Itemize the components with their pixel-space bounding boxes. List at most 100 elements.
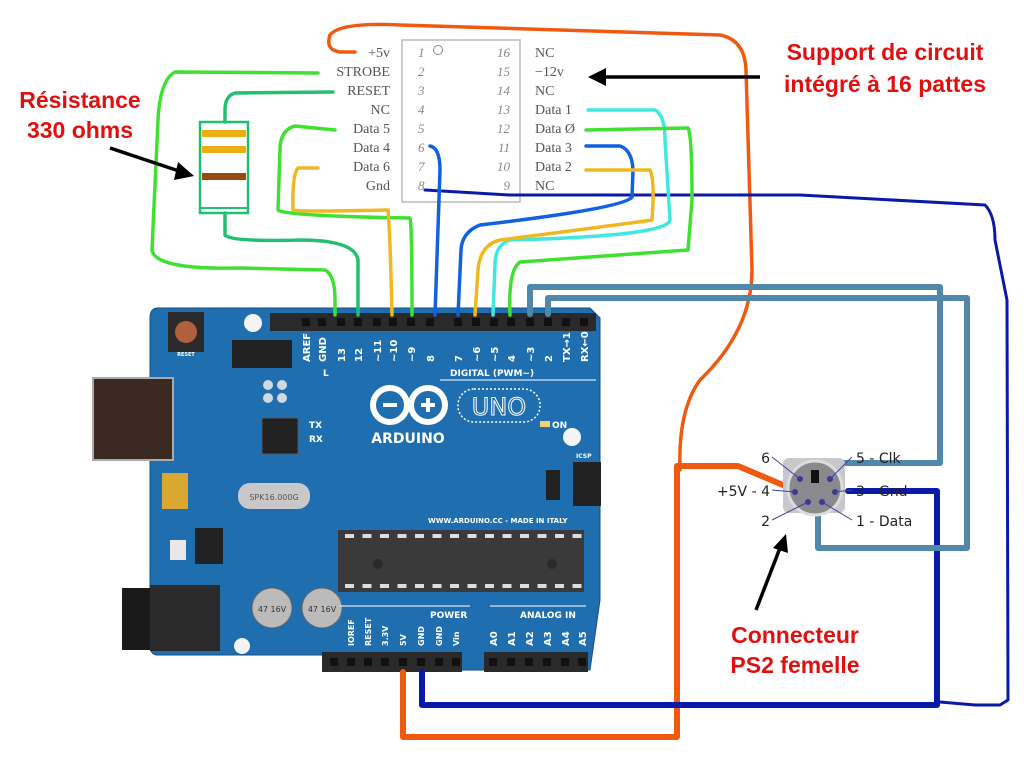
mounting-hole: [563, 428, 581, 446]
ps2-pin1-label: 1 - Data: [856, 514, 912, 530]
socket-pin-label: NC: [371, 103, 390, 118]
socket-pin-label: Data 4: [353, 141, 390, 156]
socket-pin-number: 2: [418, 64, 425, 79]
digital-pin-label: ~5: [490, 347, 501, 362]
digital-pin-label: ~10: [389, 340, 400, 362]
header-pin: [364, 658, 372, 666]
ps2-female-connector: 6 5 - Clk +5V - 4 3 - Gnd 2 1 - Data: [717, 451, 912, 530]
arrow-icon: [109, 146, 194, 180]
socket-annotation-line1: Support de circuit: [787, 39, 984, 65]
digital-pin-label: GND: [318, 337, 329, 362]
dc-power-jack: [122, 585, 220, 651]
header-pin: [490, 318, 498, 326]
header-pin: [426, 318, 434, 326]
resistor-band: [202, 146, 246, 153]
component: [546, 470, 560, 500]
socket-pin-label: Data Ø: [535, 122, 575, 137]
wire-data0: [507, 126, 694, 317]
analog-header: [484, 652, 588, 672]
socket-pin-label: −12v: [535, 65, 564, 80]
power-pin-label: GND: [417, 626, 426, 646]
header-pin: [417, 658, 425, 666]
power-pin-label: 5V: [399, 633, 408, 646]
ps2-pin3-label: 3 - Gnd: [856, 484, 907, 500]
digital-label: DIGITAL (PWM~): [450, 369, 534, 379]
power-header: [322, 652, 462, 672]
chip-pin: [432, 534, 442, 538]
header-pin: [507, 318, 515, 326]
socket-annotation-line2: intégré à 16 pattes: [784, 71, 986, 97]
arduino-board: RESET SPK16.000G 47 16V: [92, 307, 601, 672]
socket-pin-label: +5v: [368, 46, 390, 61]
socket-pin-label: Data 1: [535, 103, 572, 118]
socket-pin-number: 16: [497, 45, 511, 60]
wire-strobe: [150, 70, 337, 317]
ps2-pin4-label: +5V - 4: [717, 484, 770, 500]
resistor-band: [202, 173, 246, 180]
chip-pin: [572, 584, 582, 588]
socket-pin-label: Gnd: [366, 179, 390, 194]
chip-pin: [415, 534, 424, 538]
on-led: [540, 421, 550, 427]
header-pin: [381, 658, 389, 666]
power-pin-label: IOREF: [347, 619, 356, 646]
socket-pin-number: 8: [418, 178, 425, 193]
wire-gnd-ps2: [419, 488, 940, 708]
chip-pin: [572, 534, 582, 538]
header-pin: [452, 658, 460, 666]
socket-pin-number: 10: [497, 159, 511, 174]
socket-pin-number: 14: [497, 83, 511, 98]
digital-pin-label: 4: [507, 355, 518, 362]
on-led-label: ON: [552, 421, 567, 431]
header-pin: [526, 318, 534, 326]
chip-pin: [537, 534, 547, 538]
analog-label: ANALOG IN: [520, 611, 576, 621]
digital-pin-label: RX←0: [580, 331, 591, 362]
icsp-label: ICSP: [576, 453, 592, 460]
header-pin: [407, 318, 415, 326]
chip-pin: [502, 534, 512, 538]
wire-data: [545, 295, 970, 551]
digital-pin-label: 12: [354, 348, 365, 362]
chip-pin: [520, 584, 529, 588]
svg-text:47 16V: 47 16V: [258, 605, 287, 614]
chip-pin: [502, 584, 512, 588]
digital-pin-label: 13: [337, 348, 348, 362]
socket-pin-number: 13: [497, 102, 511, 117]
analog-pin-label: A2: [525, 631, 536, 646]
digital-pin-label: ~11: [373, 340, 384, 362]
svg-text:UNO: UNO: [472, 393, 526, 421]
chip-pin: [432, 584, 442, 588]
digital-pin-label: ~3: [526, 347, 537, 362]
header-pin: [347, 658, 355, 666]
chip-pin: [397, 584, 407, 588]
diode: [170, 540, 186, 560]
header-pin: [318, 318, 326, 326]
chip-pin: [345, 584, 354, 588]
wire-clk: [527, 284, 943, 466]
pin1-marker: [433, 45, 443, 55]
power-pin-label: RESET: [364, 617, 373, 646]
power-pin-label: GND: [435, 626, 444, 646]
chip-pin: [537, 584, 547, 588]
socket-pin-label: NC: [535, 179, 554, 194]
analog-pin-label: A3: [543, 631, 554, 646]
usb-controller-chip: [261, 417, 299, 455]
header-pin: [562, 318, 570, 326]
header-pin: [302, 318, 310, 326]
resistor-annotation-line2: 330 ohms: [27, 117, 133, 143]
resistor-330-ohms: [198, 120, 250, 215]
website-label: WWW.ARDUINO.CC - MADE IN ITALY: [428, 517, 568, 525]
socket-pin-number: 7: [418, 159, 425, 174]
icsp-header-usb: [232, 340, 292, 403]
socket-pin-label: NC: [535, 46, 554, 61]
header-pin: [578, 658, 586, 666]
header-pin: [435, 658, 443, 666]
wire-data5: [276, 124, 414, 317]
ps2-pin6-label: 6: [761, 451, 770, 467]
chip-pin: [450, 584, 459, 588]
reset-button[interactable]: [168, 312, 204, 352]
